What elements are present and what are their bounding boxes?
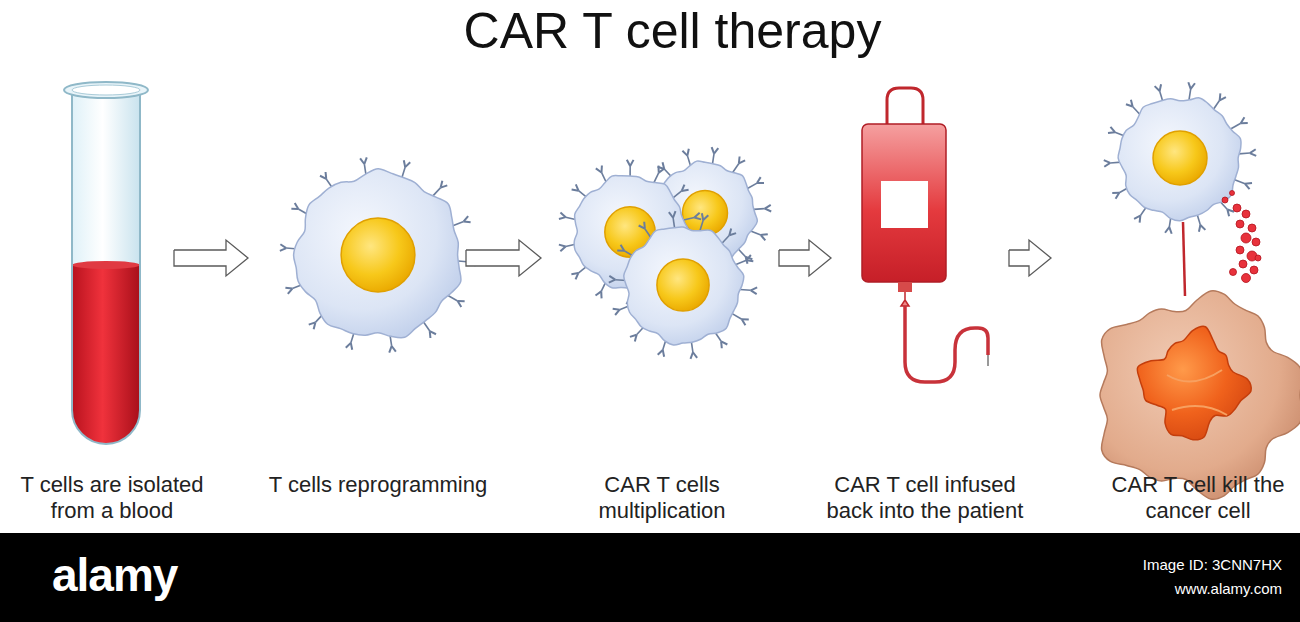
process-stage: T cells are isolated from a blood (62, 80, 150, 450)
diagram-title: CAR T cell therapy (0, 2, 1300, 60)
step-caption: CAR T cell kill the cancer cell (1100, 472, 1296, 525)
watermark-text: alamy (52, 548, 177, 602)
process-stage: T cells reprogramming (272, 170, 442, 360)
step-caption: CAR T cell infused back into the patient (810, 472, 1040, 525)
process-stage: CAR T cell infused back into the patient (855, 85, 985, 385)
process-stage: CAR T cells multiplication (565, 155, 755, 355)
step-caption: CAR T cells multiplication (562, 472, 762, 525)
watermark-text: www.alamy.com (1175, 580, 1282, 597)
process-stage: CAR T cell kill the cancer cell (1075, 85, 1297, 465)
flow-arrow (174, 240, 248, 276)
step-caption: T cells are isolated from a blood (5, 472, 220, 525)
watermark-band (0, 533, 1300, 622)
flow-arrow (779, 240, 831, 276)
flow-arrow (1009, 240, 1051, 276)
flow-arrow (466, 240, 541, 276)
watermark-text: Image ID: 3CNN7HX (1143, 556, 1282, 573)
step-caption: T cells reprogramming (268, 472, 488, 498)
